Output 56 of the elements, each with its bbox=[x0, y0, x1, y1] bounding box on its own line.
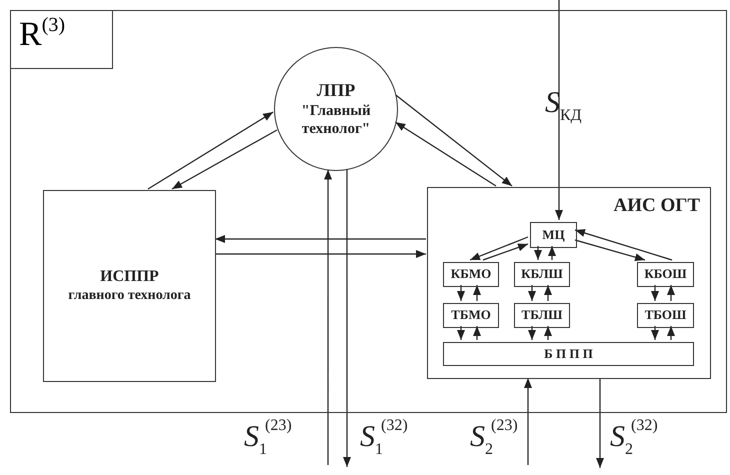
decision-maker-circle bbox=[274, 47, 398, 171]
module-box bbox=[443, 342, 694, 366]
edge-label: S$_{КД}$ bbox=[545, 88, 582, 124]
arrow bbox=[651, 285, 659, 301]
node-title: ИСППР bbox=[100, 267, 159, 288]
arrow bbox=[574, 229, 672, 261]
arrow bbox=[473, 326, 481, 340]
system-box bbox=[43, 190, 216, 382]
arrow bbox=[555, 0, 563, 220]
node-title: ЛПР bbox=[316, 79, 356, 102]
arrow bbox=[457, 326, 465, 340]
arrow bbox=[524, 378, 532, 465]
arrow bbox=[534, 246, 542, 260]
node-title: АИС ОГТ bbox=[613, 194, 700, 218]
arrow bbox=[470, 236, 528, 261]
arrow bbox=[544, 326, 552, 340]
module-box bbox=[514, 303, 570, 328]
arrow bbox=[574, 239, 646, 262]
arrow bbox=[324, 170, 332, 465]
arrow bbox=[395, 122, 496, 186]
arrow bbox=[596, 378, 604, 468]
arrow bbox=[528, 285, 536, 301]
module-box bbox=[443, 303, 499, 328]
arrow bbox=[215, 250, 426, 258]
node-title: КБОШ bbox=[644, 266, 687, 283]
arrow bbox=[651, 326, 659, 340]
module-box bbox=[637, 303, 694, 328]
node-title: КБМО bbox=[450, 266, 492, 283]
region-frame bbox=[10, 10, 727, 413]
node-title: ТБОШ bbox=[644, 307, 686, 324]
node-title: КБЛШ bbox=[521, 266, 563, 283]
arrow bbox=[482, 243, 528, 261]
module-box bbox=[637, 262, 694, 287]
arrow bbox=[457, 285, 465, 301]
node-subtitle: главного технолога bbox=[68, 287, 191, 305]
arrow bbox=[528, 326, 536, 340]
node-title: ТБЛШ bbox=[522, 307, 562, 324]
arrow bbox=[667, 285, 675, 301]
arrow bbox=[473, 285, 481, 301]
node-subtitle: "Главный технолог" bbox=[300, 102, 372, 139]
arrow bbox=[172, 129, 278, 190]
system-panel bbox=[427, 187, 711, 379]
arrow bbox=[544, 285, 552, 301]
module-box bbox=[443, 262, 499, 287]
arrow bbox=[395, 94, 512, 186]
node-title: Б П П П bbox=[544, 346, 593, 362]
arrow bbox=[667, 326, 675, 340]
arrow bbox=[548, 246, 556, 260]
arrow bbox=[343, 168, 351, 467]
module-box bbox=[530, 222, 577, 248]
module-box bbox=[514, 262, 570, 287]
arrow bbox=[215, 235, 426, 243]
arrow bbox=[148, 112, 274, 190]
region-label: R$^{(3)}$ bbox=[11, 11, 113, 69]
node-title: МЦ bbox=[542, 226, 565, 244]
node-title: ТБМО bbox=[451, 307, 491, 324]
